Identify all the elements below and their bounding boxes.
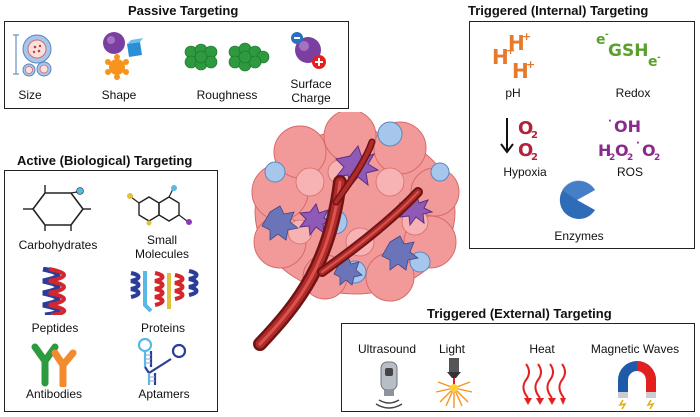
svg-text:e: e [596, 32, 606, 48]
magnetic-label: Magnetic Waves [590, 342, 680, 356]
shape-label: Shape [101, 88, 137, 102]
small-molecule-icon [125, 183, 199, 233]
svg-text:O: O [615, 141, 629, 160]
surface-charge-label: Surface Charge [281, 77, 341, 105]
light-label: Light [438, 342, 466, 356]
redox-label: Redox [615, 86, 651, 100]
size-icon [13, 32, 59, 78]
tumor-illustration [240, 112, 470, 352]
svg-text:2: 2 [531, 130, 538, 141]
small-molecules-label: Small Molecules [129, 233, 195, 261]
svg-text:2: 2 [609, 153, 615, 162]
aptamer-icon [131, 337, 191, 387]
aptamers-label: Aptamers [138, 387, 190, 401]
active-box: Carbohydrates Small Molecules Peptides [4, 170, 218, 412]
carbohydrate-icon [19, 181, 97, 233]
protein-icon [125, 265, 203, 317]
svg-text:O: O [518, 140, 533, 161]
heat-icon [520, 362, 566, 406]
svg-text:2: 2 [627, 153, 633, 162]
svg-text:H: H [492, 45, 509, 69]
redox-icon: e- GSH e- [596, 30, 668, 70]
svg-text:·: · [608, 116, 612, 127]
external-title: Triggered (External) Targeting [427, 306, 612, 321]
hypoxia-label: Hypoxia [503, 165, 547, 179]
active-title: Active (Biological) Targeting [17, 153, 193, 168]
small-label-line1: Small [146, 233, 177, 247]
external-box: Ultrasound Light Heat [341, 323, 695, 412]
svg-text:+: + [526, 58, 535, 71]
roughness-icon [183, 42, 271, 72]
antibodies-label: Antibodies [25, 387, 83, 401]
carbohydrates-label: Carbohydrates [18, 238, 98, 252]
svg-text:-: - [657, 53, 661, 63]
svg-text:·: · [636, 138, 640, 149]
proteins-label: Proteins [140, 321, 186, 335]
passive-box: Size Shape Roughnes [4, 21, 349, 109]
svg-text:GSH: GSH [608, 41, 648, 61]
light-icon [434, 358, 474, 410]
svg-text:H: H [598, 141, 611, 160]
svg-text:O: O [642, 141, 656, 160]
blood-vessel [253, 138, 423, 351]
ultrasound-label: Ultrasound [357, 342, 417, 356]
svg-text:2: 2 [654, 153, 660, 162]
ph-icon: H+ H+ H+ [492, 28, 548, 82]
enzyme-icon [557, 180, 597, 220]
passive-title: Passive Targeting [128, 3, 239, 18]
svg-text:2: 2 [531, 152, 538, 162]
svg-text:-: - [605, 30, 609, 40]
internal-title: Triggered (Internal) Targeting [468, 3, 649, 18]
antibody-icon [29, 343, 79, 387]
svg-text:H: H [508, 31, 525, 55]
shape-icon [100, 30, 144, 80]
svg-text:e: e [648, 54, 658, 70]
roughness-label: Roughness [196, 88, 258, 102]
magnet-icon [612, 358, 662, 410]
peptides-label: Peptides [31, 321, 79, 335]
ros-label: ROS [616, 165, 643, 179]
svg-text:+: + [506, 44, 515, 57]
surface-charge-icon [288, 30, 326, 74]
surface-label-line1: Surface [290, 77, 332, 91]
ph-label: pH [505, 86, 521, 100]
svg-text:+: + [522, 30, 531, 43]
heat-label: Heat [529, 342, 555, 356]
svg-text:O: O [518, 118, 533, 139]
surface-label-line2: Charge [291, 91, 331, 105]
enzymes-label: Enzymes [554, 229, 604, 243]
svg-text:OH: OH [614, 117, 641, 136]
ultrasound-icon [372, 360, 406, 410]
small-label-line2: Molecules [134, 247, 190, 261]
size-label: Size [18, 88, 42, 102]
svg-text:H: H [512, 59, 529, 82]
peptide-icon [37, 267, 71, 315]
